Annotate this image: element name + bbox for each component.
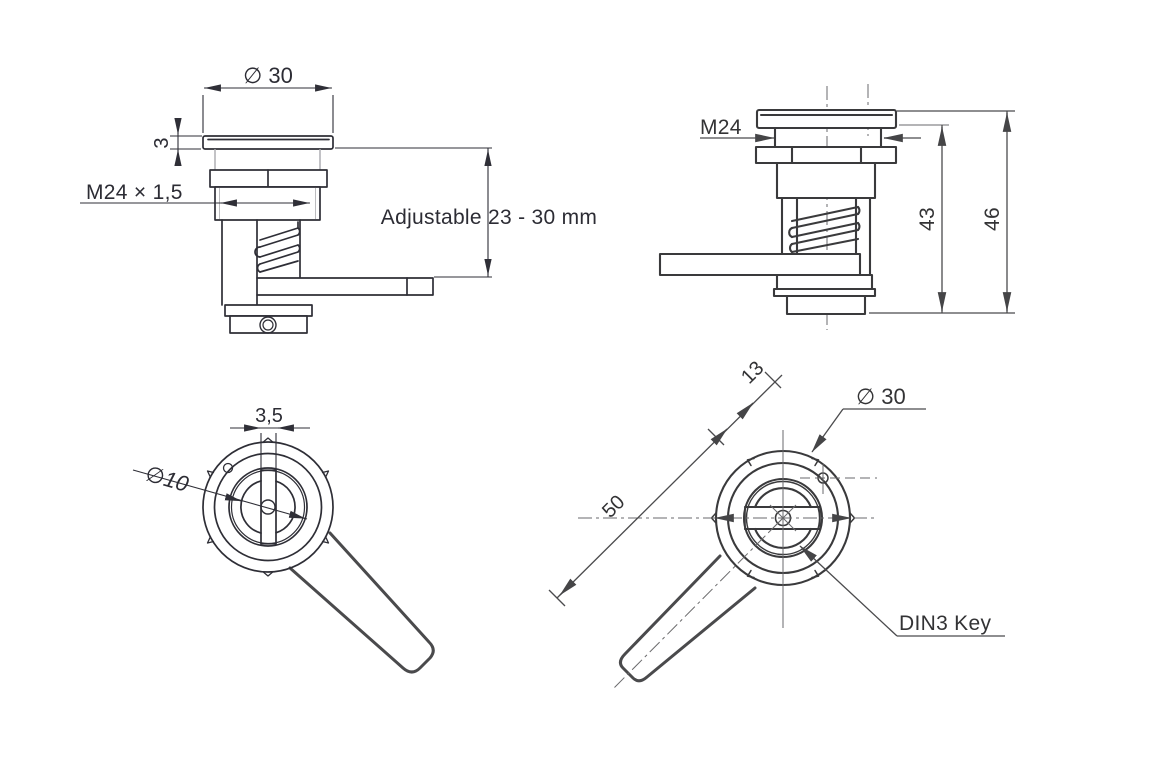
latch-arm bbox=[256, 277, 434, 296]
lock-nut bbox=[754, 145, 898, 165]
label-key-type: DIN3 Key bbox=[899, 612, 991, 635]
arrowhead bbox=[710, 428, 728, 446]
arrowhead bbox=[559, 578, 577, 596]
grip-nubs bbox=[206, 437, 330, 577]
arrowhead bbox=[224, 493, 242, 502]
arrowhead bbox=[288, 510, 306, 520]
label-adjustable-range: Adjustable 23 - 30 mm bbox=[381, 206, 597, 229]
compression-spring bbox=[254, 221, 301, 273]
key-arc-left bbox=[240, 480, 262, 534]
knob-outer-circle bbox=[202, 441, 334, 573]
label-thread: M24 × 1,5 bbox=[86, 181, 183, 204]
extension-tick bbox=[764, 371, 782, 389]
compression-spring bbox=[788, 205, 861, 254]
plan-view-lever-left: 13 50 ∅ 30 DIN3 Key bbox=[548, 357, 1005, 691]
base-flange bbox=[775, 273, 874, 291]
label-body-height: 43 bbox=[916, 207, 939, 231]
latch-head-cap bbox=[202, 135, 334, 150]
knob-circle-2 bbox=[213, 452, 323, 562]
knob-circle-4 bbox=[230, 469, 306, 545]
arrowhead bbox=[736, 402, 754, 420]
extension-tick bbox=[548, 589, 566, 607]
lever-handle-fill bbox=[290, 533, 434, 672]
leader-boss-diameter bbox=[132, 469, 308, 520]
lever-handle bbox=[288, 531, 435, 674]
lever-handle bbox=[618, 554, 757, 683]
threaded-body bbox=[775, 161, 877, 200]
lever-handle-fill bbox=[620, 556, 755, 681]
front-view-lever-right: ∅ 30 3 bbox=[80, 63, 597, 334]
leader-line bbox=[819, 408, 844, 442]
center-pin bbox=[260, 499, 276, 515]
label-head-diameter: ∅ 30 bbox=[856, 384, 906, 409]
latch-head-cap bbox=[755, 108, 898, 130]
plan-view-lever-right: 3,5 ∅10 bbox=[132, 405, 435, 674]
label-lever-length: 50 bbox=[598, 491, 629, 522]
base-cup bbox=[785, 294, 867, 316]
base-flange bbox=[224, 304, 313, 317]
centerline-handle bbox=[611, 517, 784, 691]
key-arc-right bbox=[275, 480, 296, 534]
leader-line bbox=[809, 554, 898, 637]
index-hole bbox=[222, 462, 234, 474]
label-thread: M24 bbox=[700, 116, 742, 139]
label-hole-offset: 13 bbox=[737, 357, 768, 388]
base-hole-inner bbox=[262, 319, 274, 331]
latch-arm bbox=[658, 252, 862, 277]
base-hole-outer bbox=[259, 316, 277, 334]
label-boss-diameter: ∅10 bbox=[143, 461, 193, 497]
arrowhead bbox=[811, 434, 827, 453]
extension-tick bbox=[707, 428, 725, 446]
arrowhead bbox=[799, 545, 817, 562]
label-head-diameter: ∅ 30 bbox=[243, 63, 293, 88]
label-head-thickness: 3 bbox=[151, 137, 173, 148]
front-view-lever-left: M24 43 46 bbox=[658, 84, 1015, 330]
label-slot-width: 3,5 bbox=[255, 405, 283, 427]
knob-circle-3 bbox=[228, 467, 308, 547]
label-total-height: 46 bbox=[981, 207, 1004, 231]
